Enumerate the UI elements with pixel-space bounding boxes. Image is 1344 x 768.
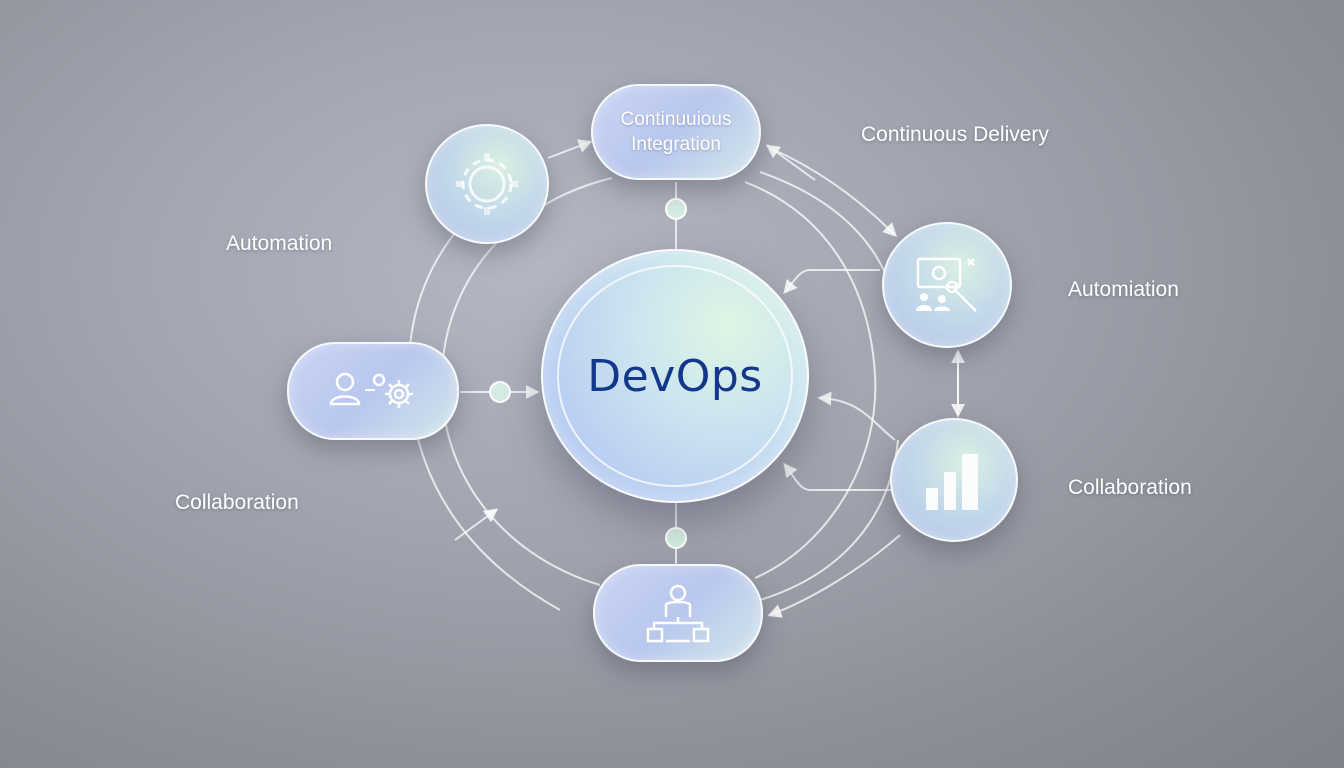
dot-left bbox=[489, 381, 511, 403]
arrow-collab-to-bottom bbox=[767, 534, 901, 618]
label-automation-right: Automiation bbox=[1068, 278, 1179, 301]
label-collaboration-left: Collaboration bbox=[175, 491, 299, 514]
arrow-ci-to-automation bbox=[769, 147, 897, 237]
devops-center-node: DevOps bbox=[541, 249, 809, 503]
arrow-collab-to-center-2 bbox=[783, 462, 895, 491]
ci-label: Continuuious Integration bbox=[621, 107, 732, 157]
collaboration-org-node bbox=[593, 564, 763, 662]
collaboration-chart-node bbox=[890, 418, 1018, 542]
monitor-tools-icon bbox=[910, 253, 984, 317]
user-gear-icon bbox=[327, 368, 419, 414]
arrow-to-ci bbox=[547, 139, 593, 159]
arrow-automation-to-center bbox=[783, 269, 880, 295]
arrow-ci-back bbox=[765, 144, 816, 181]
dot-bottom bbox=[665, 527, 687, 549]
center-inner-ring bbox=[557, 265, 793, 487]
continuous-integration-node: Continuuious Integration bbox=[591, 84, 761, 180]
label-collaboration-right: Collaboration bbox=[1068, 476, 1192, 499]
arrow-bottom-left bbox=[454, 508, 499, 541]
dot-top bbox=[665, 198, 687, 220]
label-continuous-delivery: Continuous Delivery bbox=[861, 123, 1049, 146]
bar-chart-icon bbox=[922, 448, 986, 512]
gear-icon bbox=[452, 149, 522, 219]
center-title: DevOps bbox=[587, 350, 763, 402]
collaboration-team-node bbox=[287, 342, 459, 440]
ci-label-line1: Continuuious bbox=[620, 109, 732, 130]
automation-gear-node bbox=[425, 124, 549, 244]
label-automation-left: Automation bbox=[226, 232, 333, 255]
arrow-collab-to-center bbox=[817, 391, 896, 441]
ci-label-line2: Integration bbox=[631, 134, 721, 155]
automation-monitor-node bbox=[882, 222, 1012, 348]
org-chart-icon bbox=[646, 583, 710, 643]
